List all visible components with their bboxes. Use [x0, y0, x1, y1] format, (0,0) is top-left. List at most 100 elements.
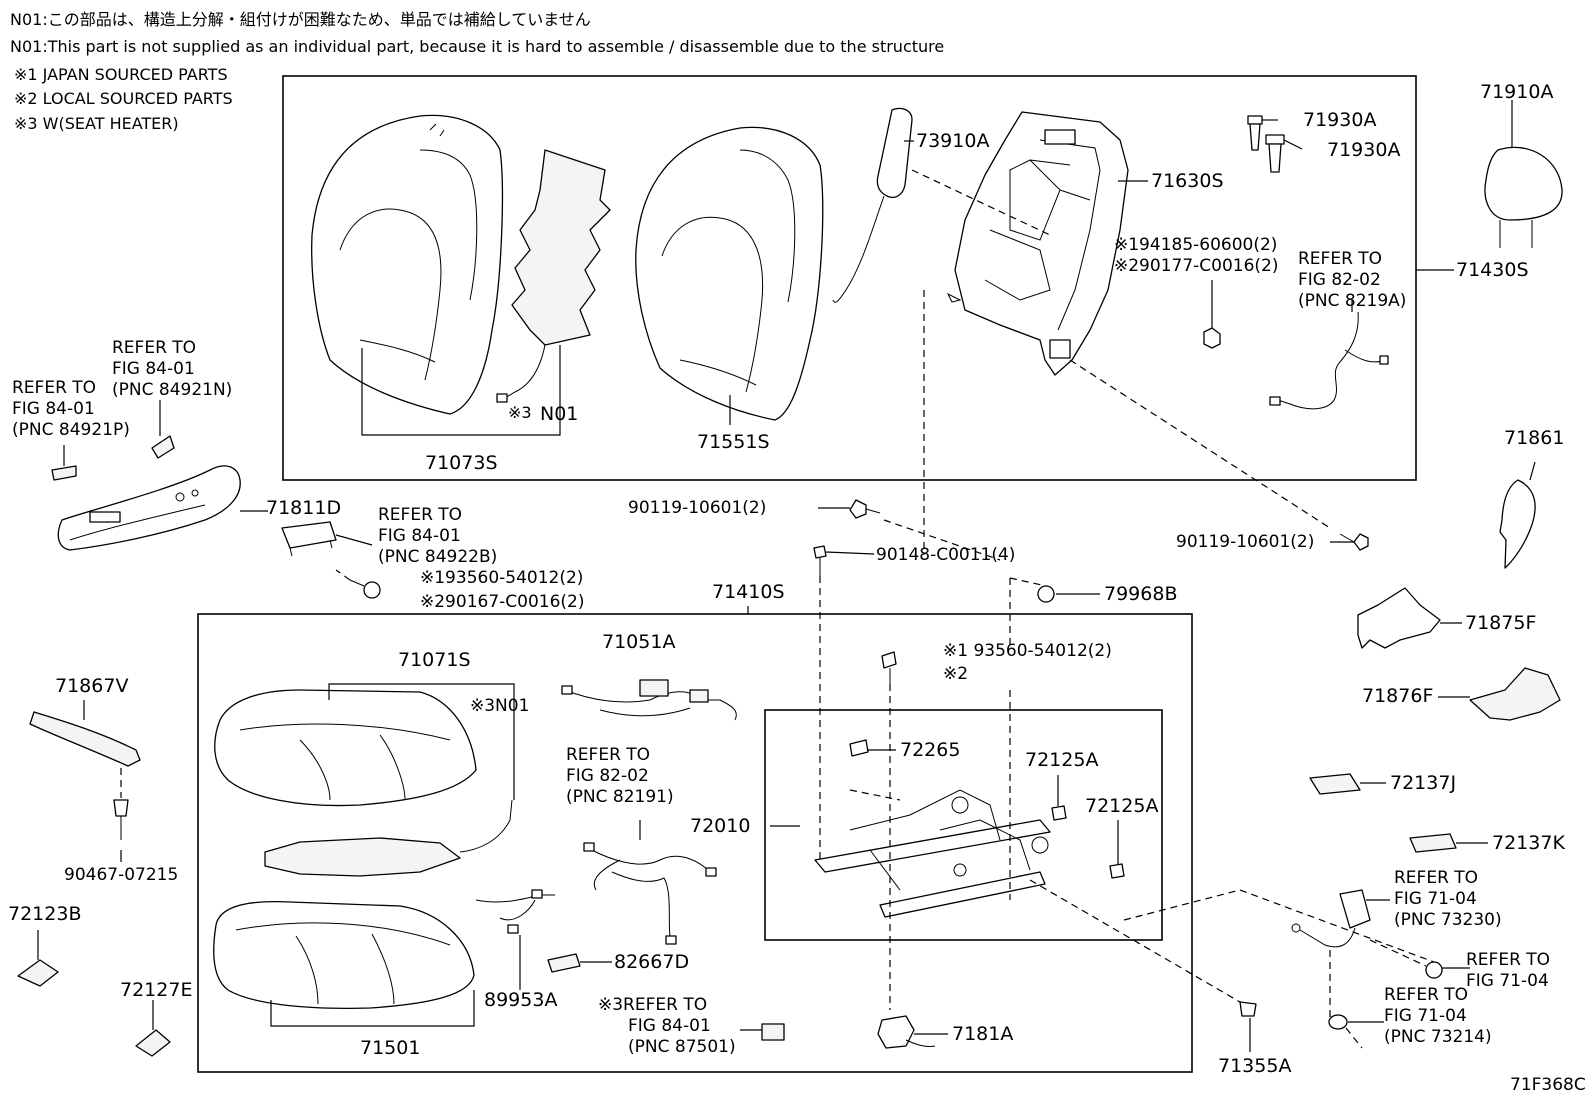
label-n01-cushion[interactable]: ※3N01: [470, 696, 529, 716]
clip-72125a-2[interactable]: [1109, 863, 1125, 879]
label-71073s[interactable]: 71073S: [425, 452, 498, 474]
reference-8219a[interactable]: REFER TO FIG 82-02 (PNC 8219A): [1298, 249, 1406, 311]
label-71430s[interactable]: 71430S: [1456, 259, 1529, 281]
switch-84922b[interactable]: [281, 521, 337, 557]
reference-73230[interactable]: REFER TO FIG 71-04 (PNC 73230): [1394, 868, 1502, 930]
label-n01-back[interactable]: N01: [540, 403, 578, 425]
seatback-heater-n01[interactable]: [496, 149, 611, 403]
label-71630s[interactable]: 71630S: [1151, 170, 1224, 192]
label-93560-left[interactable]: ※193560-54012(2): [420, 568, 583, 588]
buckle-73230[interactable]: [1291, 889, 1371, 948]
switch-knob-84921n[interactable]: [151, 435, 175, 459]
headrest-guide-71930a-2[interactable]: [1265, 134, 1285, 173]
label-72125a-2[interactable]: 72125A: [1085, 795, 1158, 817]
label-194185[interactable]: ※194185-60600(2): [1114, 235, 1277, 255]
bolt-90148[interactable]: [813, 545, 827, 576]
label-90119-b[interactable]: 90119-10601(2): [1176, 532, 1314, 552]
bracket-71875f[interactable]: [1357, 587, 1441, 649]
reference-84921n[interactable]: REFER TO FIG 84-01 (PNC 84921N): [112, 338, 232, 400]
nut-79968b[interactable]: [1037, 585, 1055, 603]
trim-71867v[interactable]: [29, 711, 141, 767]
seatback-frame-71630s[interactable]: [946, 111, 1129, 376]
label-72137k[interactable]: 72137K: [1492, 832, 1565, 854]
cushion-heater-n01[interactable]: [264, 799, 513, 877]
label-72010[interactable]: 72010: [690, 815, 750, 837]
label-72265[interactable]: 72265: [900, 739, 960, 761]
label-71410s[interactable]: 71410S: [712, 581, 785, 603]
ref-73214-line1: REFER TO: [1384, 985, 1468, 1005]
cover-71861[interactable]: [1499, 479, 1536, 569]
label-71930a-2[interactable]: 71930A: [1327, 139, 1400, 161]
headrest-guide-71930a-1[interactable]: [1247, 115, 1263, 151]
clip-90467-07215[interactable]: [113, 799, 129, 840]
reference-87501[interactable]: ※3REFER TO FIG 84-01 (PNC 87501): [598, 995, 736, 1057]
note-local-sourced: ※2 LOCAL SOURCED PARTS: [14, 89, 233, 108]
label-71051a[interactable]: 71051A: [602, 631, 675, 653]
label-71930a-1[interactable]: 71930A: [1303, 109, 1376, 131]
bolt-93560-mid[interactable]: [881, 651, 897, 684]
label-71861[interactable]: 71861: [1504, 427, 1564, 449]
label-7181a[interactable]: 7181A: [952, 1023, 1013, 1045]
reference-82191[interactable]: REFER TO FIG 82-02 (PNC 82191): [566, 745, 674, 807]
label-72137j[interactable]: 72137J: [1390, 772, 1456, 794]
label-90167-left[interactable]: ※290167-C0016(2): [420, 592, 585, 612]
cushion-pad-71501[interactable]: [213, 900, 475, 1009]
label-93560-mid-1[interactable]: ※1 93560-54012(2): [943, 641, 1112, 661]
reference-84921p[interactable]: REFER TO FIG 84-01 (PNC 84921P): [12, 378, 130, 440]
bolt-90119-b[interactable]: [1339, 533, 1369, 551]
label-82667d[interactable]: 82667D: [614, 951, 689, 973]
clip-72125a-1[interactable]: [1051, 805, 1067, 821]
bracket-71876f[interactable]: [1469, 667, 1561, 721]
ref-84922b-line2: FIG 84-01: [378, 526, 461, 546]
label-72125a-1[interactable]: 72125A: [1025, 749, 1098, 771]
cushion-cover-71071s[interactable]: [214, 689, 477, 807]
sensor-82667d[interactable]: [547, 953, 581, 973]
cover-72137j[interactable]: [1309, 773, 1361, 795]
label-71355a[interactable]: 71355A: [1218, 1055, 1291, 1077]
label-90119-a[interactable]: 90119-10601(2): [628, 498, 766, 518]
label-71910a[interactable]: 71910A: [1480, 81, 1553, 103]
cover-72137k[interactable]: [1409, 833, 1457, 853]
label-71501[interactable]: 71501: [360, 1037, 420, 1059]
side-shield-71811d[interactable]: [57, 465, 241, 551]
ref-84921p-line2: FIG 84-01: [12, 399, 95, 419]
label-71876f[interactable]: 71876F: [1362, 685, 1433, 707]
label-79968b[interactable]: 79968B: [1104, 583, 1177, 605]
washer-73214[interactable]: [1328, 1014, 1348, 1030]
seatback-cover-71551s[interactable]: [635, 126, 824, 421]
label-72123b[interactable]: 72123B: [8, 903, 81, 925]
wire-harness-71051a[interactable]: [561, 679, 737, 721]
label-90148[interactable]: 90148-C0011(4): [876, 545, 1015, 565]
label-72127e[interactable]: 72127E: [120, 979, 192, 1001]
clip-72265[interactable]: [849, 739, 869, 757]
label-71811d[interactable]: 71811D: [266, 497, 341, 519]
nut-290177[interactable]: [1203, 327, 1221, 349]
cover-72123b[interactable]: [17, 959, 59, 987]
switch-knob-84921p[interactable]: [51, 465, 77, 481]
seat-adjuster-72010[interactable]: [814, 789, 1051, 918]
reference-71-04[interactable]: REFER TO FIG 71-04: [1466, 950, 1550, 991]
cap-71355a[interactable]: [1239, 1001, 1257, 1017]
headrest-71910a[interactable]: [1484, 146, 1563, 248]
reference-84922b[interactable]: REFER TO FIG 84-01 (PNC 84922B): [378, 505, 497, 567]
bolt-93560-left[interactable]: [349, 579, 381, 599]
cover-72127e[interactable]: [135, 1029, 171, 1057]
label-73910a[interactable]: 73910A: [916, 130, 989, 152]
reference-73214[interactable]: REFER TO FIG 71-04 (PNC 73214): [1384, 985, 1492, 1047]
label-71875f[interactable]: 71875F: [1465, 612, 1536, 634]
label-71867v[interactable]: 71867V: [55, 675, 128, 697]
label-71071s[interactable]: 71071S: [398, 649, 471, 671]
actuator-7181a[interactable]: [877, 1015, 936, 1049]
label-89953a[interactable]: 89953A: [484, 989, 557, 1011]
label-93560-mid-2: ※2: [943, 664, 968, 684]
wire-harness-89953a[interactable]: [475, 889, 555, 934]
label-71551s[interactable]: 71551S: [697, 431, 770, 453]
label-n01-back-mark: ※3: [508, 403, 532, 422]
seatback-cover-71073s[interactable]: [311, 114, 503, 415]
nut-7104[interactable]: [1425, 961, 1443, 979]
bolt-90119-a[interactable]: [849, 499, 881, 519]
module-87501[interactable]: [761, 1023, 785, 1041]
label-290177[interactable]: ※290177-C0016(2): [1114, 256, 1279, 276]
label-90467[interactable]: 90467-07215: [64, 865, 178, 885]
lumbar-support-73910a[interactable]: [832, 107, 913, 303]
